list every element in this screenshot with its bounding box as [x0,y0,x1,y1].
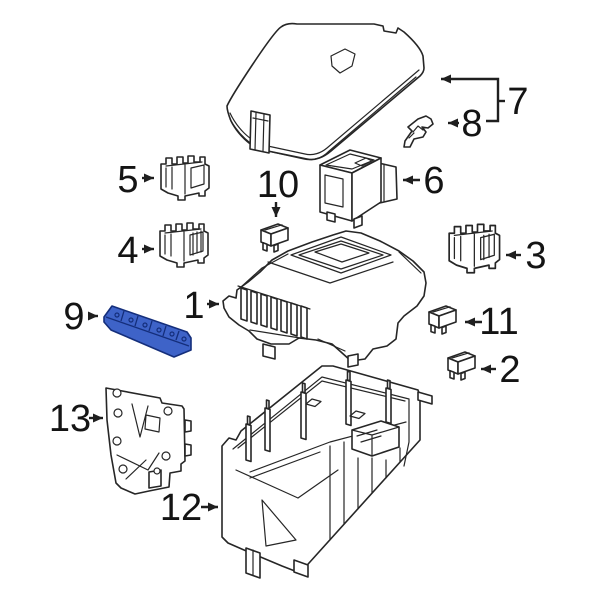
lower-latch-block [351,420,400,457]
cover-rim-lines [229,69,420,161]
part-mounting-bracket[interactable] [105,387,192,495]
housing-foot-1 [326,211,336,223]
part-relay-carrier-upper[interactable] [160,155,210,201]
callout-9[interactable]: 9 [63,296,98,338]
callout-13[interactable]: 13 [49,398,103,440]
bracket-side-tabs [184,419,192,457]
clip-outline [403,115,434,148]
part-bracket-highlighted[interactable] [103,305,192,358]
callout-9-label[interactable]: 9 [63,296,84,338]
part-fuse-10[interactable] [260,223,289,253]
callout-6-label[interactable]: 6 [423,160,444,202]
callout-1[interactable]: 1 [183,285,219,327]
callouts: 1 2 3 4 5 6 7 8 [49,74,547,529]
part-fuse-box-lower[interactable] [221,365,433,579]
upper-bottom-tabs [262,343,359,368]
highlight-bracket-ticks [120,310,180,341]
highlight-bracket-holes [114,312,187,342]
callout-7[interactable]: 7 [441,74,529,123]
upper-socket-ring [290,236,392,274]
callout-4[interactable]: 4 [117,230,154,272]
part-relay-carrier-lower[interactable] [159,222,209,268]
bracket-holes [112,388,173,475]
callout-7-label[interactable]: 7 [507,81,528,123]
housing-top-rim [325,153,375,170]
clip-detail [408,125,424,139]
callout-5-label[interactable]: 5 [117,159,138,201]
lower-wall-ribs [329,441,401,541]
lower-feet [245,547,309,579]
lower-latch-detail [351,426,400,457]
lower-floor-slots [305,398,366,420]
callout-10-label[interactable]: 10 [257,164,299,206]
callout-5[interactable]: 5 [117,159,154,201]
callout-11[interactable]: 11 [465,301,519,343]
part-cover[interactable] [226,22,425,161]
part-fuse-2[interactable] [447,351,476,381]
callout-12-label[interactable]: 12 [160,487,202,529]
housing-clip-detail [354,157,373,167]
housing-window [324,174,344,208]
callout-10[interactable]: 10 [257,164,299,217]
housing-side [351,157,382,222]
part-relay-housing[interactable] [319,149,398,229]
lower-front-creases [235,469,339,547]
bracket-creases [116,403,161,480]
callout-12[interactable]: 12 [160,487,218,529]
part-fuse-box-upper[interactable] [222,230,427,368]
callout-2-label[interactable]: 2 [499,349,520,391]
housing-foot-2 [353,215,363,229]
cover-emblem [330,48,356,74]
part-fuse-11[interactable] [428,305,457,335]
cover-latch-tab [249,110,271,154]
part-relay-carrier-right[interactable] [448,223,501,274]
callout-4-label[interactable]: 4 [117,230,138,272]
part-clip[interactable] [403,115,434,148]
callout-11-label[interactable]: 11 [479,301,518,343]
upper-contours [237,251,422,352]
upper-blades [240,287,308,340]
callout-2[interactable]: 2 [481,349,521,391]
callout-8[interactable]: 8 [448,103,483,145]
callout-3[interactable]: 3 [506,235,547,277]
callout-13-label[interactable]: 13 [49,398,91,440]
callout-1-label[interactable]: 1 [183,285,204,327]
highlight-bracket-divider [105,316,190,347]
lower-top-tab [417,391,433,405]
cover-latch-ribs [252,112,269,152]
callout-8-label[interactable]: 8 [461,103,482,145]
carrier-extra-ribs [483,233,490,261]
callout-6[interactable]: 6 [403,160,445,202]
carrier-extra-ribs [192,230,202,256]
callout-3-label[interactable]: 3 [525,235,546,277]
